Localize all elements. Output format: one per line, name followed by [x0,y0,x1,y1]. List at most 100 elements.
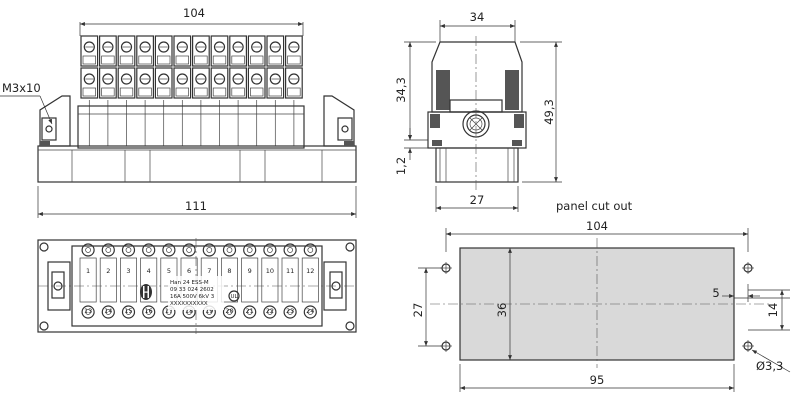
cutout-dim-27-label: 27 [411,303,425,318]
side-dim-27-label: 27 [470,193,485,207]
top-terminal-cell [241,257,259,303]
front-terminal-screw [139,73,151,85]
contact-number: 20 [225,307,233,315]
side-dim-34-3-label: 34,3 [394,77,408,103]
front-terminal [266,67,285,99]
front-dim-104: 104 [79,6,304,36]
contact-number: 8 [227,267,231,275]
cutout-hole-diameter-label: Ø3,3 [756,359,783,373]
top-terminal [263,243,277,257]
front-terminal [98,67,117,99]
label-line-4: XXXXXXXXXX [170,301,208,307]
front-terminal-screw [158,41,170,53]
front-terminal-screw [158,73,170,85]
top-terminal-inner [226,309,233,315]
top-terminal [182,243,196,257]
top-terminal-inner [307,309,314,315]
front-terminal-clamp [138,55,152,65]
top-terminal [81,305,95,319]
contact-number: 23 [286,307,294,315]
thread-callout: M3x10 [0,81,53,125]
top-terminal-cell [79,257,97,303]
top-terminal-inner [206,247,213,253]
front-terminal [136,67,155,99]
front-terminal-screw [176,41,188,53]
front-terminal-screw [120,73,133,85]
cutout-dim-95-label: 95 [590,373,605,387]
panel-cutout-view: panel cut out 104 27 36 [411,199,791,392]
mounting-holes [440,262,754,352]
top-terminal-cell [140,257,158,303]
front-terminal-clamp [101,87,115,97]
front-terminal [80,67,99,99]
front-terminal-clamp [250,55,264,65]
panel-cutout-title: panel cut out [556,199,633,213]
top-terminal [222,305,237,319]
top-terminal-inner [307,247,314,253]
contact-number: 14 [104,307,112,315]
contact-number: 9 [248,267,252,275]
front-terminal [210,67,229,99]
front-terminal-screw [232,73,244,85]
front-terminal [98,35,117,67]
front-terminal [285,67,303,99]
front-terminal-clamp [82,55,96,65]
top-terminal-inner [246,247,253,253]
contact-number: 7 [207,267,211,275]
contact-number: 4 [147,267,151,275]
front-terminal-clamp [175,87,189,97]
front-terminal [247,67,266,99]
front-terminal-screw [269,41,281,53]
front-terminal [154,35,173,67]
certification-mark: UL [228,290,240,302]
front-terminal-clamp [101,55,115,65]
front-terminal [117,67,136,99]
top-terminal-inner [145,309,152,315]
front-terminal [285,35,303,67]
contact-number: 2 [106,267,110,275]
front-terminal-screw [176,73,188,85]
contact-number: 21 [246,307,254,315]
top-terminal-inner [105,247,112,253]
front-terminal [229,67,248,99]
front-terminal-clamp [119,55,134,65]
front-dim-111-label: 111 [185,199,207,213]
front-terminal-clamp [287,87,301,97]
front-dim-111: 111 [37,186,357,218]
front-terminal-clamp [138,87,152,97]
front-view: 104 M3x10 [0,6,357,218]
front-left-lever [39,95,71,147]
contact-number: 18 [185,307,193,315]
top-terminal-cell [99,257,117,303]
front-terminal-clamp [231,55,245,65]
manufacturer-logo [140,284,152,300]
contact-number: 17 [165,307,173,315]
top-terminal [162,243,176,257]
top-terminal [101,243,115,257]
cutout-dim-104-label: 104 [586,219,608,233]
side-dim-1-2-label: 1,2 [394,157,408,175]
cutout-dim-5-label: 5 [712,286,719,300]
top-terminal-inner [267,309,273,315]
top-terminal-cell [120,257,137,303]
front-terminal [117,35,136,67]
contact-number: 3 [126,267,130,275]
top-terminal-inner [85,247,91,253]
label-line-2: 09 33 024 2602 [170,287,214,293]
contact-number: 22 [266,307,274,315]
front-terminal [247,35,266,67]
top-terminal [202,243,216,257]
front-terminal-screw [213,73,226,85]
front-terminal-clamp [157,55,171,65]
front-terminal-screw [102,73,114,85]
top-terminal [222,243,237,257]
top-terminal [243,243,257,257]
top-terminal-cell [301,257,319,303]
front-terminal-clamp [119,87,134,97]
front-terminal-clamp [268,55,282,65]
front-terminal-screw [83,73,95,85]
front-terminal-screw [288,73,300,85]
front-terminal [192,67,210,99]
front-terminal [136,35,155,67]
